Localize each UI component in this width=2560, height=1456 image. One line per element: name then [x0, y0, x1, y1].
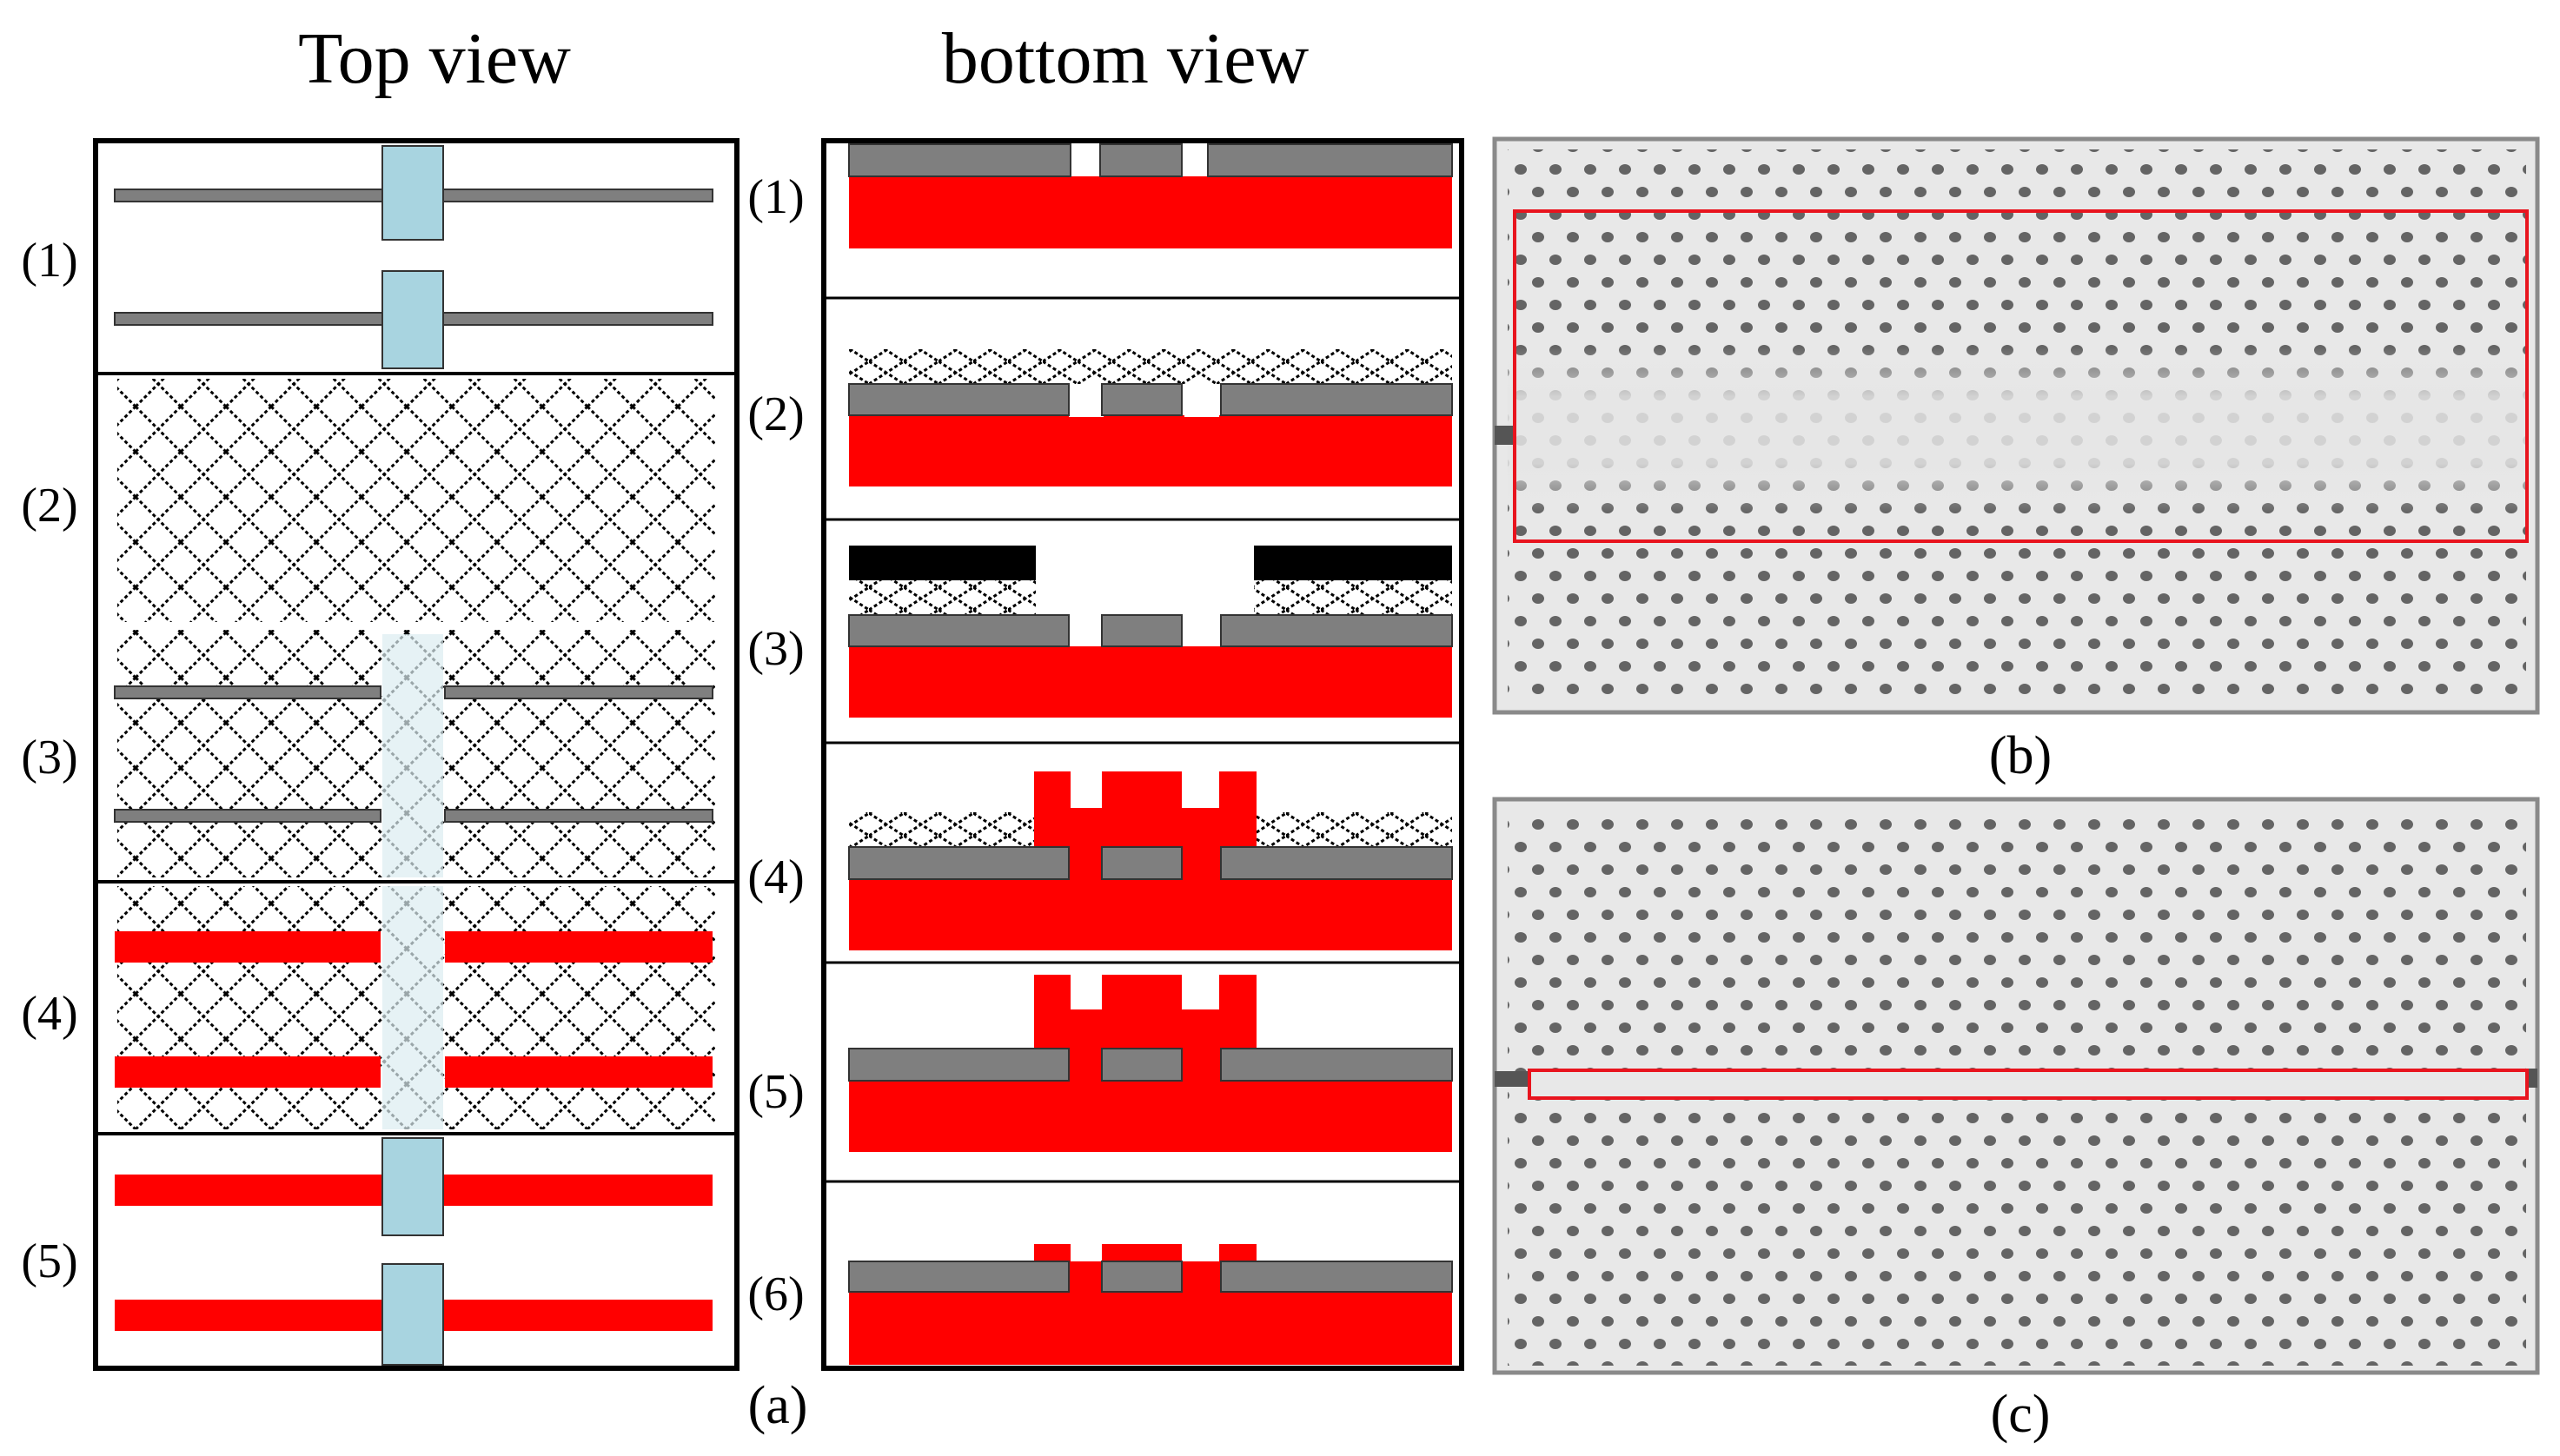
bottom-step-label-5: (5)	[747, 1065, 804, 1119]
top-step-label-2: (2)	[21, 479, 77, 533]
top-step-2-diagram	[117, 379, 715, 622]
caption-c: (c)	[1991, 1385, 2051, 1444]
bottom-step-label-6: (6)	[747, 1267, 804, 1321]
top-step-label-1: (1)	[21, 234, 77, 288]
top-view-panel	[93, 138, 739, 1371]
micrograph-b	[1492, 136, 2540, 715]
caption-a: (a)	[748, 1376, 808, 1435]
top-step-label-4: (4)	[21, 987, 77, 1041]
bottom-step-label-1: (1)	[747, 170, 804, 224]
bottom-step-3-diagram	[848, 546, 1453, 718]
top-step-3-diagram	[114, 630, 715, 877]
top-step-label-5: (5)	[21, 1234, 77, 1288]
top-step-label-3: (3)	[21, 731, 77, 784]
bottom-view-panel	[821, 138, 1464, 1371]
bottom-step-6-diagram	[848, 1244, 1453, 1365]
bottom-step-5-diagram	[848, 975, 1453, 1152]
bottom-step-label-2: (2)	[747, 387, 804, 441]
micrograph-c	[1492, 797, 2540, 1375]
top-step-5-diagram	[115, 1137, 713, 1366]
highlight-box-b	[1513, 209, 2529, 543]
bottom-step-label-3: (3)	[747, 622, 804, 676]
bottom-step-4-diagram	[848, 771, 1453, 950]
top-step-1-diagram	[114, 145, 713, 369]
bottom-step-label-4: (4)	[747, 850, 804, 904]
top-step-4-diagram	[115, 886, 715, 1129]
caption-b: (b)	[1989, 726, 2052, 785]
bottom-step-1-diagram	[848, 143, 1453, 248]
bottom-step-2-diagram	[848, 349, 1453, 486]
highlight-box-c	[1528, 1069, 2529, 1100]
top-view-heading: Top view	[298, 18, 571, 99]
bottom-view-heading: bottom view	[942, 18, 1310, 99]
